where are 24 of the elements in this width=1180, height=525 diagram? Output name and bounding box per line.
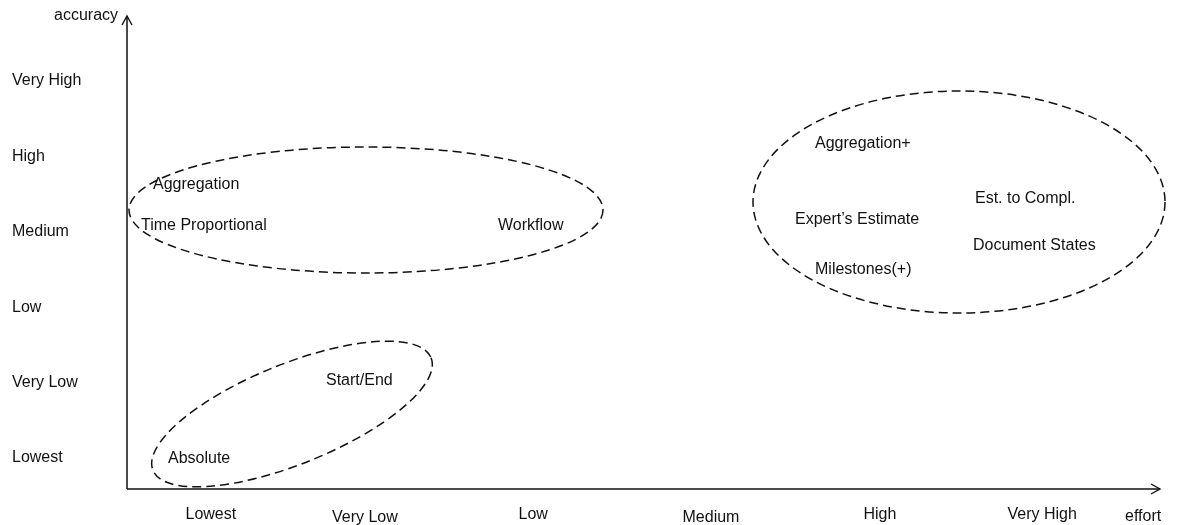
method-label: Absolute	[168, 449, 231, 467]
axis-tick-label: Medium	[682, 508, 740, 525]
axis-title: accuracy	[54, 6, 119, 24]
axis-tick-label: High	[863, 505, 897, 523]
axis-tick-label: Low	[518, 505, 548, 523]
method-label: Aggregation	[153, 175, 240, 193]
axis-tick-label: Very Low	[332, 508, 398, 525]
axis-tick-label: Lowest	[185, 505, 237, 523]
method-label: Start/End	[326, 371, 393, 389]
axis-tick-label: Very High	[1007, 505, 1077, 523]
axis-tick-label: Very High	[12, 71, 82, 89]
method-label: Est. to Compl.	[975, 189, 1076, 207]
axis-title: effort	[1125, 507, 1162, 525]
method-label: Expert’s Estimate	[795, 210, 920, 228]
method-label: Milestones(+)	[815, 260, 912, 278]
method-label: Aggregation+	[815, 134, 911, 152]
axis-tick-label: Medium	[12, 222, 69, 240]
method-label: Workflow	[498, 216, 564, 234]
axis-tick-label: Low	[12, 298, 42, 316]
method-label: Document States	[973, 236, 1096, 254]
method-label: Time Proportional	[141, 216, 267, 234]
axis-tick-label: Very Low	[12, 373, 78, 391]
axis-tick-label: High	[12, 147, 45, 165]
axis-tick-label: Lowest	[12, 448, 63, 466]
